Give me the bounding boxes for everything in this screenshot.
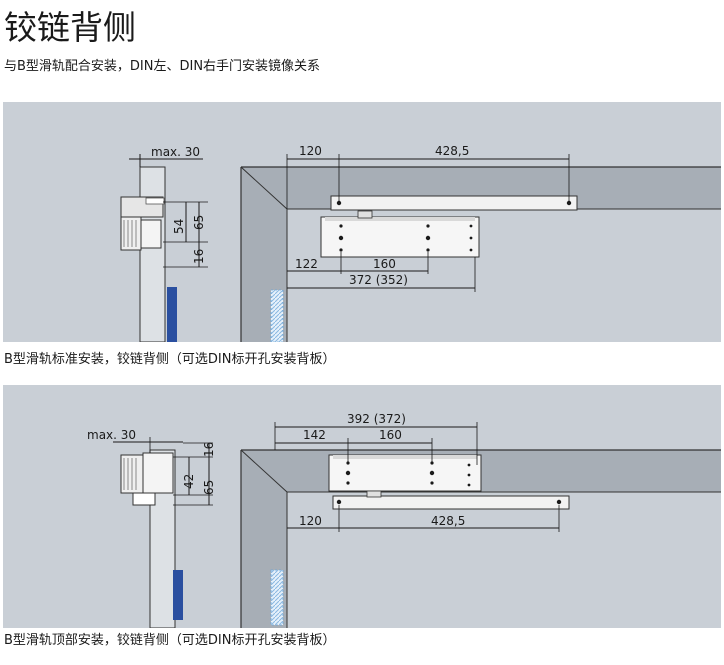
diagram-panel-standard: max. 30 54 65 16 <box>3 102 721 342</box>
door-edge-blue <box>173 570 183 620</box>
dim-142: 142 <box>303 428 326 442</box>
page-title: 铰链背侧 <box>4 8 136 47</box>
dim-max-30: max. 30 <box>87 428 136 442</box>
dim-372-352: 372 (352) <box>349 273 408 287</box>
side-view: max. 30 16 42 65 <box>87 428 216 628</box>
dim-120: 120 <box>299 514 322 528</box>
dim-65: 65 <box>202 480 216 495</box>
front-view: 392 (372) 142 160 120 428,5 <box>240 412 721 628</box>
dim-120: 120 <box>299 144 322 158</box>
side-view: max. 30 54 65 16 <box>120 145 208 342</box>
front-view: 120 428,5 122 160 372 (352) <box>240 144 721 342</box>
dim-max-30: max. 30 <box>151 145 200 159</box>
dim-65: 65 <box>192 215 206 230</box>
dim-16: 16 <box>202 442 216 457</box>
dim-42: 42 <box>182 474 196 489</box>
dim-392-372: 392 (372) <box>347 412 406 426</box>
dim-16: 16 <box>192 249 206 264</box>
door-closer-body <box>320 216 480 258</box>
dim-160: 160 <box>373 257 396 271</box>
door-leaf-section <box>270 289 284 342</box>
standard-mount-drawing: max. 30 54 65 16 <box>120 144 721 342</box>
page-subtitle: 与B型滑轨配合安装，DIN左、DIN右手门安装镜像关系 <box>4 59 321 74</box>
dim-160: 160 <box>379 428 402 442</box>
door-closer-body <box>328 454 482 492</box>
slide-rail <box>330 195 578 211</box>
rail-profile <box>132 492 156 506</box>
top-mount-drawing: max. 30 16 42 65 <box>87 412 721 628</box>
door-leaf-section <box>270 569 284 626</box>
door-edge-blue <box>167 287 177 342</box>
diagram-panel-top: max. 30 16 42 65 <box>3 385 721 628</box>
dim-122: 122 <box>295 257 318 271</box>
figure1-caption: B型滑轨标准安装，铰链背侧（可选DIN标开孔安装背板） <box>4 352 336 367</box>
door-leaf <box>139 166 166 342</box>
dim-54: 54 <box>172 219 186 234</box>
slide-rail <box>332 495 570 510</box>
figure2-caption: B型滑轨顶部安装，铰链背侧（可选DIN标开孔安装背板） <box>4 633 336 648</box>
dim-428-5: 428,5 <box>435 144 469 158</box>
dim-428-5: 428,5 <box>431 514 465 528</box>
